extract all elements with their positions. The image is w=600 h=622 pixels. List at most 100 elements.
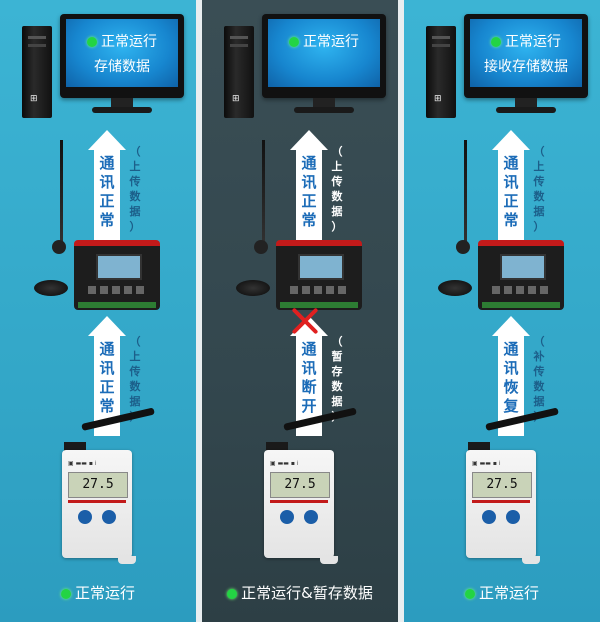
monitor-line1: 正常运行: [505, 34, 561, 50]
sensor-reading: 27.5: [270, 472, 330, 498]
label-char: 正: [99, 378, 115, 396]
monitor-line2: 接收存储数据: [484, 59, 568, 75]
gateway-icon: [478, 240, 564, 310]
label-char: 数: [331, 380, 343, 393]
label-char: 传: [129, 175, 141, 188]
antenna-icon: [464, 140, 467, 250]
monitor-status: 正常运行: [470, 31, 582, 51]
label-char: 上: [331, 160, 343, 173]
up-arrow-icon: 通讯正常: [88, 130, 126, 250]
monitor-icon: 正常运行 存储数据: [60, 14, 184, 113]
computer-tower-icon: ⊞: [22, 26, 52, 118]
label-char: 上: [533, 160, 545, 173]
monitor-screen: 正常运行 接收存储数据: [470, 19, 582, 87]
status-dot-icon: [289, 37, 299, 47]
status-dot-icon: [227, 589, 238, 599]
label-char: 讯: [99, 359, 115, 377]
computer-tower-icon: ⊞: [224, 26, 254, 118]
monitor-status: 正常运行: [268, 31, 380, 51]
label-char: 通: [301, 340, 317, 358]
status-dot-icon: [87, 37, 97, 47]
label-char: 通: [99, 154, 115, 172]
label-char: （: [129, 145, 141, 158]
label-char: 讯: [301, 359, 317, 377]
arrow-top-label: 通讯正常: [498, 150, 524, 250]
label-char: ）: [129, 220, 141, 233]
label-char: 正: [99, 192, 115, 210]
label-char: 恢: [503, 378, 519, 396]
label-char: 正: [503, 192, 519, 210]
caption-text: 正常运行: [478, 584, 539, 602]
monitor-icon: 正常运行 接收存储数据: [464, 14, 588, 113]
label-char: 常: [301, 211, 317, 229]
label-char: 通: [503, 154, 519, 172]
status-dot-icon: [464, 589, 475, 599]
label-char: 断: [301, 378, 317, 396]
label-char: 传: [331, 175, 343, 188]
side-note-top: （上传数据）: [532, 144, 546, 234]
monitor-status: 正常运行: [66, 31, 178, 51]
label-char: 常: [99, 211, 115, 229]
label-char: 据: [331, 205, 343, 218]
label-char: 存: [331, 365, 343, 378]
arrow-top-label: 通讯正常: [296, 150, 322, 250]
sensor-reading: 27.5: [472, 472, 532, 498]
computer-tower-icon: ⊞: [426, 26, 456, 118]
side-note-top: （ 上传数据 ）: [128, 144, 142, 234]
up-arrow-icon: 通讯正常: [290, 130, 328, 250]
monitor-screen: 正常运行: [268, 19, 380, 87]
label-char: 讯: [301, 173, 317, 191]
label-char: 据: [129, 395, 141, 408]
label-char: 讯: [503, 359, 519, 377]
label-char: 据: [129, 205, 141, 218]
gateway-icon: [276, 240, 362, 310]
caption-text: 正常运行&暂存数据: [241, 584, 373, 602]
label-char: 暂: [331, 350, 343, 363]
sensor-icon: ▣ ▬▬ ▪ ⁞ 27.5: [62, 450, 132, 558]
monitor-icon: 正常运行: [262, 14, 386, 113]
label-char: （: [331, 145, 343, 158]
antenna-icon: [60, 140, 63, 250]
monitor-line1: 正常运行: [303, 34, 359, 50]
label-char: 上: [129, 160, 141, 173]
status-dot-icon: [491, 37, 501, 47]
label-char: 常: [99, 397, 115, 415]
label-char: 开: [301, 397, 317, 415]
monitor-line1: 正常运行: [101, 34, 157, 50]
label-char: 据: [331, 395, 343, 408]
panel-caption: 正常运行&暂存数据: [202, 582, 398, 603]
label-char: 正: [301, 192, 317, 210]
panel-caption: 正常运行: [0, 582, 196, 603]
sensor-reading: 27.5: [68, 472, 128, 498]
label-char: 讯: [99, 173, 115, 191]
label-char: （: [533, 335, 545, 348]
label-char: 上: [129, 350, 141, 363]
label-char: 常: [503, 211, 519, 229]
label-char: 据: [533, 205, 545, 218]
sensor-icon: ▣ ▬▬ ▪ ⁞ 27.5: [466, 450, 536, 558]
label-char: ）: [533, 220, 545, 233]
label-char: 复: [503, 397, 519, 415]
panel-caption: 正常运行: [404, 582, 600, 603]
caption-text: 正常运行: [74, 584, 135, 602]
label-char: ）: [331, 220, 343, 233]
label-char: （: [331, 335, 343, 348]
disconnect-x-icon: [290, 306, 320, 336]
label-char: 数: [129, 380, 141, 393]
status-dot-icon: [60, 589, 71, 599]
label-char: 传: [533, 175, 545, 188]
divider: [196, 0, 202, 622]
monitor-line2: 存储数据: [94, 59, 150, 75]
label-char: 据: [533, 395, 545, 408]
label-char: 数: [533, 380, 545, 393]
label-char: 补: [533, 350, 545, 363]
label-char: （: [533, 145, 545, 158]
label-char: 传: [533, 365, 545, 378]
gateway-icon: [74, 240, 160, 310]
label-char: （: [129, 335, 141, 348]
label-char: 数: [129, 190, 141, 203]
